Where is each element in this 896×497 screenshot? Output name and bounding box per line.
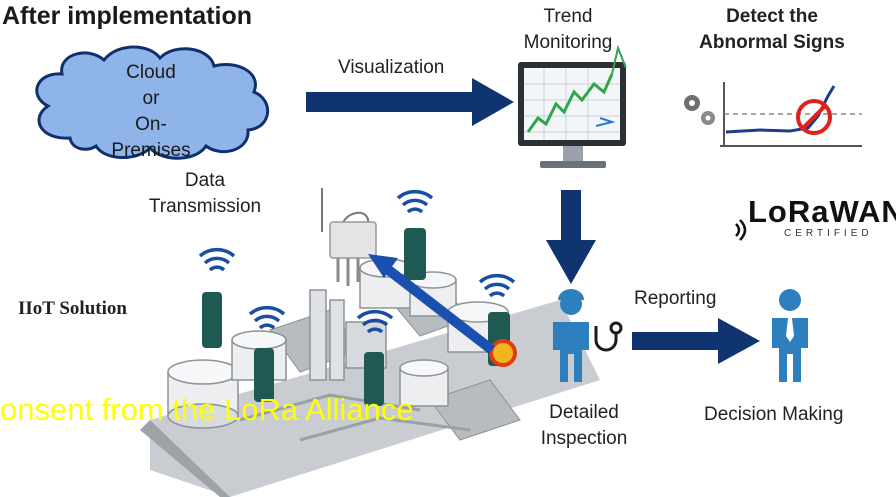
decision-making-label: Decision Making xyxy=(704,404,844,425)
data-line-2: Transmission xyxy=(148,196,262,217)
inspection-line-2: Inspection xyxy=(540,428,628,449)
visualization-label: Visualization xyxy=(338,57,445,78)
detect-line-1: Detect the xyxy=(726,6,818,27)
lorawan-logo-sub: CERTIFIED xyxy=(784,228,873,239)
watermark-text: onsent from the LoRa Alliance xyxy=(0,392,414,427)
monitor-icon xyxy=(518,44,627,168)
visualization-arrow xyxy=(306,78,514,126)
cloud-line-1: Cloud xyxy=(126,62,176,83)
detect-abnormal-label: Detect the Abnormal Signs xyxy=(672,4,872,56)
trend-monitoring-label: Trend Monitoring xyxy=(508,4,628,56)
cloud-line-3: On-Premises xyxy=(111,114,191,161)
data-transmission-label: Data Transmission xyxy=(130,168,280,220)
data-line-1: Data xyxy=(184,170,226,191)
inspector-person-icon xyxy=(553,289,623,382)
inspection-line-1: Detailed xyxy=(549,402,619,423)
data-transmission-arrow xyxy=(368,254,496,354)
abnormal-signs-chart xyxy=(684,82,862,147)
detect-line-2: Abnormal Signs xyxy=(699,32,845,53)
decision-maker-person-icon xyxy=(772,289,808,382)
cloud-shape xyxy=(35,45,270,160)
gateway-icon xyxy=(321,188,377,286)
lorawan-logo: LoRaWAN CERTIFIED xyxy=(748,194,896,240)
reporting-arrow xyxy=(632,318,760,364)
trend-line-2: Monitoring xyxy=(523,32,613,53)
lorawan-logo-icon xyxy=(735,219,747,241)
cloud-label: Cloud or On-Premises xyxy=(96,60,206,164)
reporting-label: Reporting xyxy=(634,288,717,309)
down-arrow xyxy=(546,190,596,284)
trend-line-1: Trend xyxy=(543,6,593,27)
page-title: After implementation xyxy=(2,2,253,30)
cloud-line-2: or xyxy=(142,88,160,109)
iiot-solution-label: IIoT Solution xyxy=(18,298,127,319)
detailed-inspection-label: Detailed Inspection xyxy=(524,400,644,452)
iot-sensors xyxy=(198,190,517,406)
lorawan-logo-word: LoRaWAN xyxy=(748,194,896,229)
